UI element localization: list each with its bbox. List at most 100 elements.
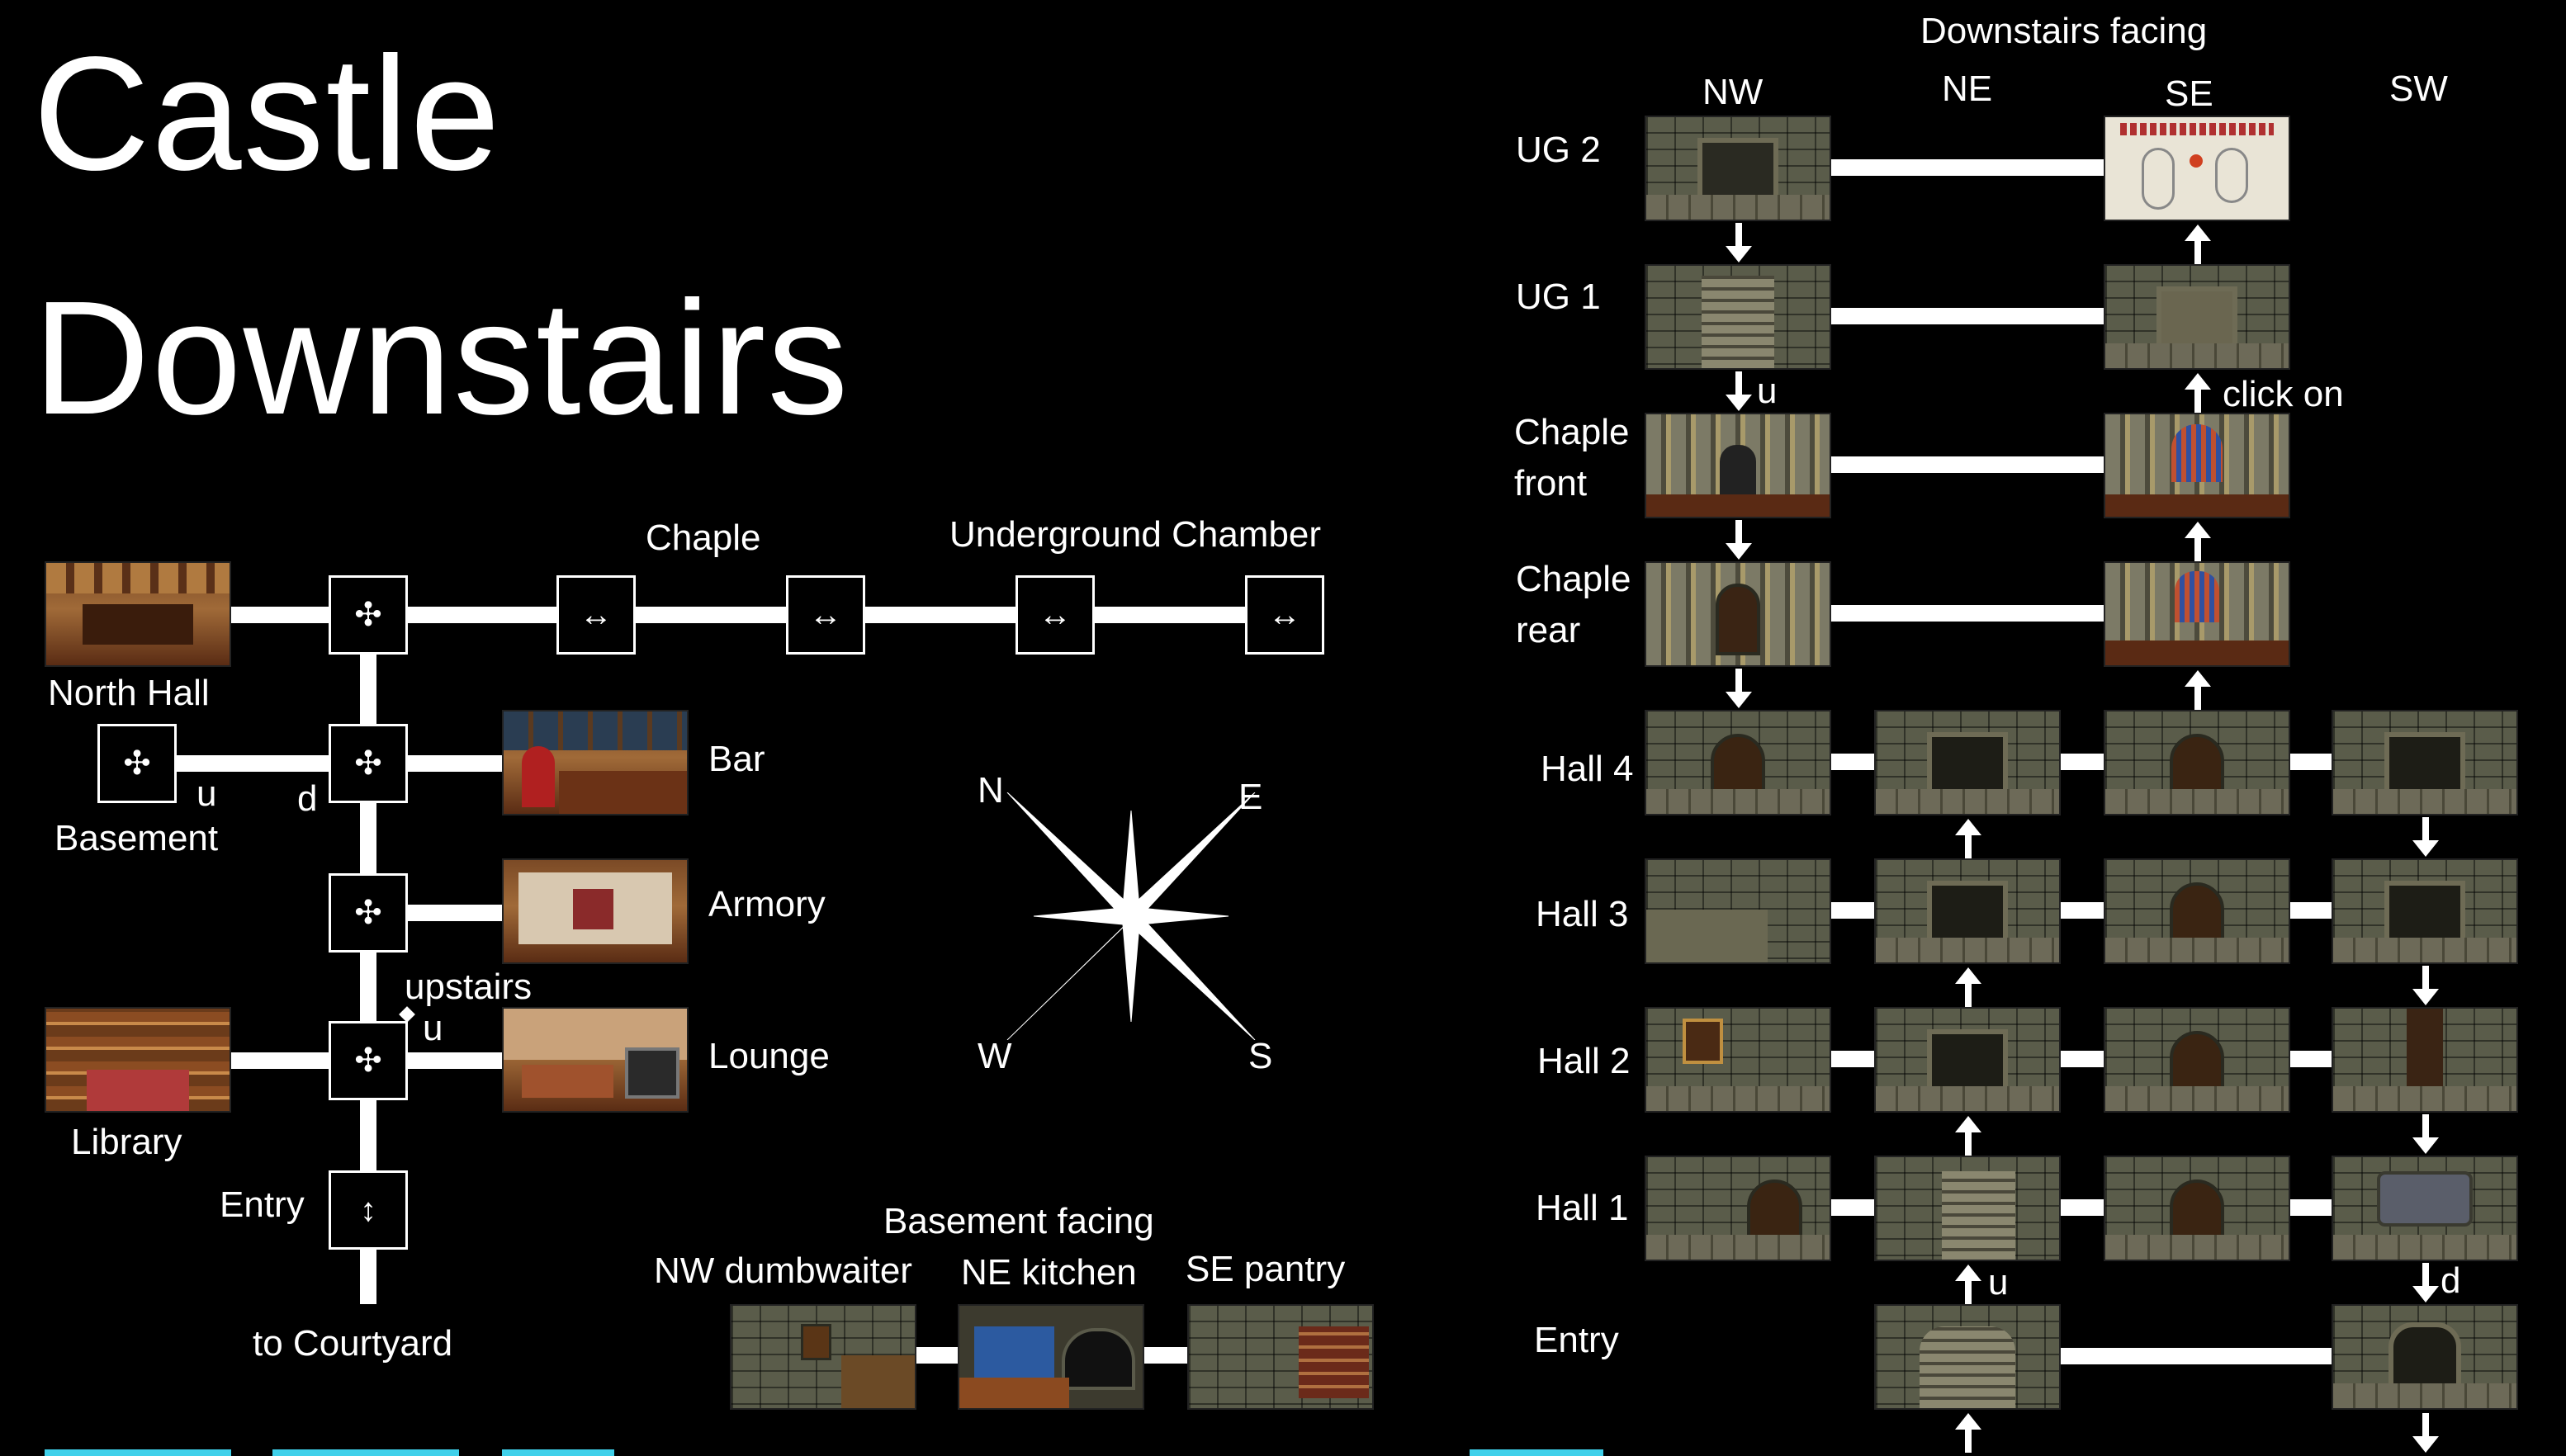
arrow-up-icon (2185, 225, 2211, 264)
move-left-right-icon: ↔ (1268, 597, 1301, 633)
upstairs-marker-icon (399, 1006, 415, 1023)
label-north-hall: North Hall (48, 673, 210, 713)
column-se: SE (2165, 73, 2213, 114)
chaple-front-se-thumbnail[interactable] (2104, 413, 2290, 518)
label-basement: Basement (54, 818, 219, 858)
arrow-down-icon (2412, 966, 2439, 1005)
label-u-nw: u (1757, 371, 1778, 411)
hall3-ne-thumbnail[interactable] (1874, 858, 2061, 964)
label-bar: Bar (708, 739, 765, 779)
basement-facing-title: Basement facing (883, 1201, 1154, 1241)
row-chaple-front-2: front (1514, 463, 1588, 503)
node-underground-1[interactable]: ↔ (1016, 575, 1095, 655)
grid-title: Downstairs facing (1920, 11, 2208, 51)
row-ug2: UG 2 (1516, 130, 1601, 170)
basement-se-thumbnail[interactable] (1187, 1304, 1374, 1410)
basement-nw-label: NW dumbwaiter (654, 1250, 912, 1291)
accent-bar (272, 1449, 459, 1456)
entry-sw-thumbnail[interactable] (2332, 1304, 2518, 1410)
hall4-se-thumbnail[interactable] (2104, 710, 2290, 815)
ug1-se-thumbnail[interactable] (2104, 264, 2290, 370)
node-basement[interactable]: ✣ (97, 724, 177, 803)
arrow-up-icon (2185, 373, 2211, 413)
node-north-hall-junction[interactable]: ✣ (329, 575, 408, 655)
node-lounge-junction[interactable]: ✣ (329, 1021, 408, 1100)
node-chaple-2[interactable]: ↔ (786, 575, 865, 655)
compass-n: N (978, 770, 1004, 811)
compass-w: W (978, 1036, 1012, 1076)
column-ne: NE (1942, 69, 1993, 109)
arrow-up-icon (1955, 967, 1981, 1007)
hall1-sw-thumbnail[interactable] (2332, 1156, 2518, 1261)
hall4-nw-thumbnail[interactable] (1645, 710, 1831, 815)
row-hall-3: Hall 3 (1536, 894, 1629, 934)
hall3-nw-thumbnail[interactable] (1645, 858, 1831, 964)
arrow-up-icon (2185, 522, 2211, 561)
hall4-ne-thumbnail[interactable] (1874, 710, 2061, 815)
node-chaple-1[interactable]: ↔ (556, 575, 636, 655)
row-hall-2: Hall 2 (1537, 1041, 1631, 1081)
hall2-se-thumbnail[interactable] (2104, 1007, 2290, 1113)
chaple-rear-se-thumbnail[interactable] (2104, 561, 2290, 667)
armory-thumbnail[interactable] (502, 858, 689, 964)
label-underground-chamber: Underground Chamber (949, 514, 1322, 555)
hall1-se-thumbnail[interactable] (2104, 1156, 2290, 1261)
arrow-down-icon (2412, 1114, 2439, 1154)
library-thumbnail[interactable] (45, 1007, 231, 1113)
accent-bar (502, 1449, 614, 1456)
ug2-se-thumbnail[interactable] (2104, 116, 2290, 221)
hall1-nw-thumbnail[interactable] (1645, 1156, 1831, 1261)
move-left-right-icon: ↔ (809, 597, 842, 633)
chaple-rear-nw-thumbnail[interactable] (1645, 561, 1831, 667)
arrow-down-icon (1726, 371, 1752, 411)
node-entry[interactable]: ↕ (329, 1170, 408, 1250)
column-sw: SW (2389, 69, 2448, 109)
node-underground-2[interactable]: ↔ (1245, 575, 1324, 655)
chaple-front-nw-thumbnail[interactable] (1645, 413, 1831, 518)
hall2-ne-thumbnail[interactable] (1874, 1007, 2061, 1113)
label-library: Library (71, 1122, 182, 1162)
ug2-nw-thumbnail[interactable] (1645, 116, 1831, 221)
label-d-entry: d (2441, 1260, 2461, 1301)
arrow-down-icon (2412, 1263, 2439, 1302)
grid-line-chaple-front (1831, 456, 2104, 473)
entry-ne-thumbnail[interactable] (1874, 1304, 2061, 1410)
label-upstairs-u: u (423, 1008, 443, 1048)
hall3-se-thumbnail[interactable] (2104, 858, 2290, 964)
label-lounge: Lounge (708, 1036, 830, 1076)
row-ug1: UG 1 (1516, 277, 1601, 317)
label-upstairs: upstairs (405, 967, 533, 1007)
move-left-right-icon: ↔ (580, 597, 613, 633)
move-left-right-icon: ↔ (1039, 597, 1072, 633)
arrow-down-icon (1726, 669, 1752, 708)
hall1-ne-thumbnail[interactable] (1874, 1156, 2061, 1261)
label-basement-u: u (196, 773, 217, 814)
north-hall-thumbnail[interactable] (45, 561, 231, 667)
arrow-down-icon (2412, 817, 2439, 857)
ug1-nw-thumbnail[interactable] (1645, 264, 1831, 370)
hall4-sw-thumbnail[interactable] (2332, 710, 2518, 815)
basement-ne-thumbnail[interactable] (958, 1304, 1144, 1410)
arrow-down-icon (1726, 223, 1752, 262)
node-bar-junction[interactable]: ✣ (329, 724, 408, 803)
hall2-sw-thumbnail[interactable] (2332, 1007, 2518, 1113)
lounge-thumbnail[interactable] (502, 1007, 689, 1113)
bar-thumbnail[interactable] (502, 710, 689, 815)
title-line-castle: Castle (33, 23, 502, 204)
move-cross-icon: ✣ (354, 745, 382, 782)
row-hall-4: Hall 4 (1541, 749, 1634, 789)
compass-rose-icon (1006, 792, 1256, 1040)
accent-bar (1470, 1449, 1603, 1456)
label-basement-d: d (297, 778, 318, 819)
label-entry: Entry (220, 1184, 305, 1225)
column-nw: NW (1702, 72, 1764, 112)
arrow-up-icon (1955, 1413, 1981, 1453)
label-click-on: click on (2223, 374, 2344, 414)
hall2-nw-thumbnail[interactable] (1645, 1007, 1831, 1113)
row-chaple-front-1: Chaple (1514, 412, 1630, 452)
arrow-up-icon (1955, 819, 1981, 858)
hall3-sw-thumbnail[interactable] (2332, 858, 2518, 964)
grid-line-chaple-rear (1831, 605, 2104, 622)
node-armory-junction[interactable]: ✣ (329, 873, 408, 953)
basement-nw-thumbnail[interactable] (730, 1304, 916, 1410)
